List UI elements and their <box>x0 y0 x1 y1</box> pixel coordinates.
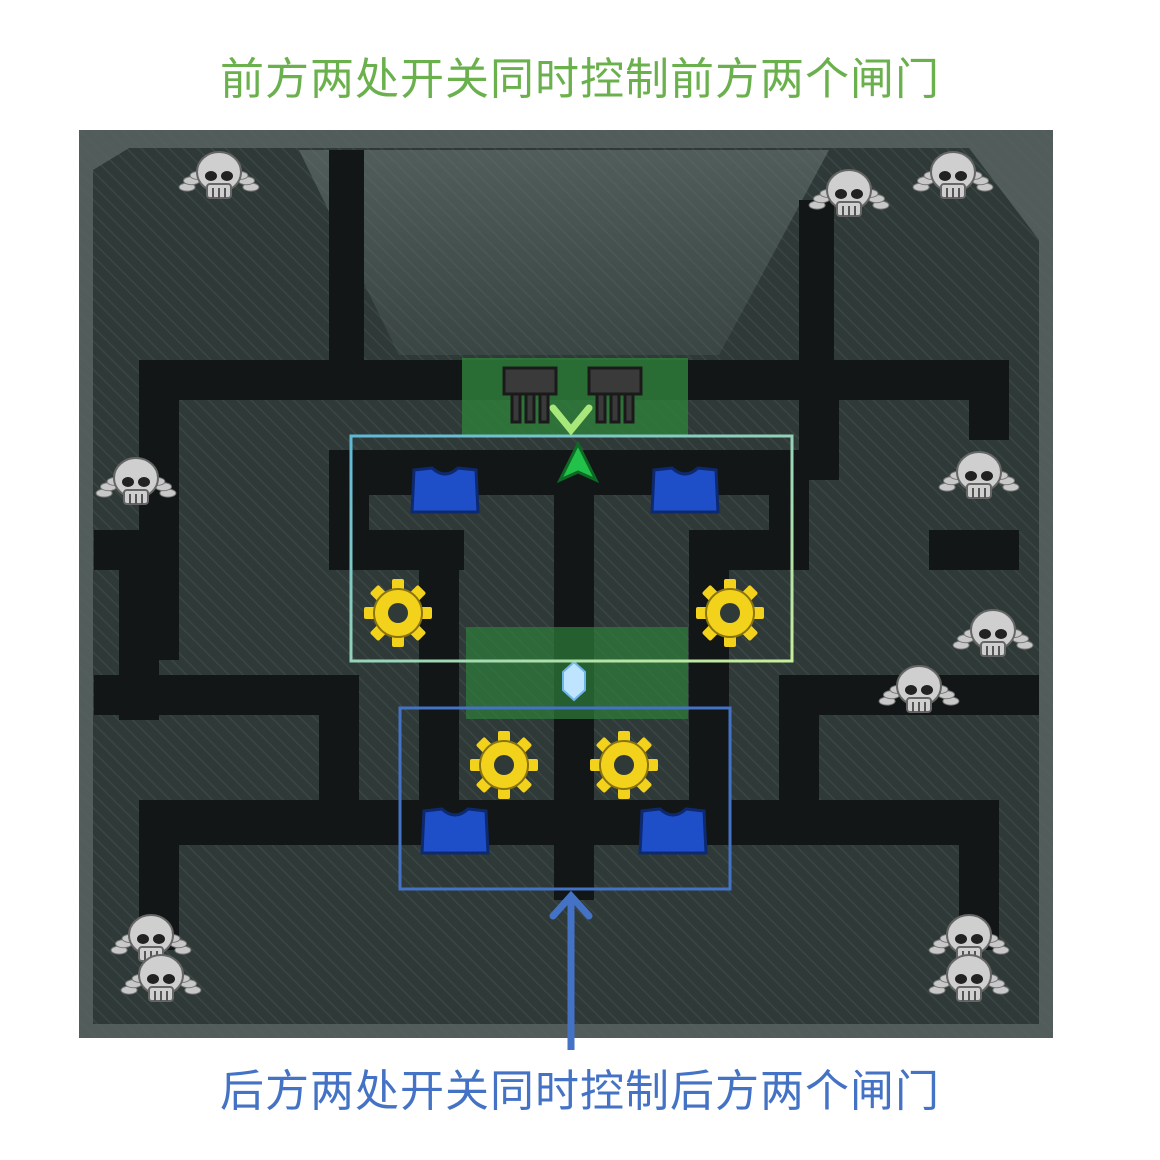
skull-wreath-icon <box>110 905 192 975</box>
skull-wreath-icon <box>938 442 1020 512</box>
front-gate-zone <box>462 358 688 436</box>
crystal-icon[interactable] <box>560 660 588 702</box>
light-cone <box>299 150 829 355</box>
skull-wreath-icon <box>912 142 994 212</box>
skull-wreath-icon <box>808 160 890 230</box>
skull-wreath-icon <box>878 656 960 726</box>
skull-wreath-icon <box>928 945 1010 1015</box>
skull-wreath-icon <box>928 905 1010 975</box>
blue-switch-icon[interactable] <box>636 803 710 859</box>
green-arrow-icon[interactable] <box>556 440 600 484</box>
gate-icon <box>502 366 558 424</box>
annotation-top-text: 前方两处开关同时控制前方两个闸门 <box>220 54 940 105</box>
blue-switch-icon[interactable] <box>418 803 492 859</box>
gear-icon[interactable] <box>468 729 540 801</box>
map-canvas <box>79 130 1053 1038</box>
gear-icon[interactable] <box>362 577 434 649</box>
skull-wreath-icon <box>95 448 177 518</box>
blue-switch-icon[interactable] <box>408 462 482 518</box>
skull-wreath-icon <box>952 600 1034 670</box>
game-map <box>79 130 1053 1038</box>
blue-switch-icon[interactable] <box>648 462 722 518</box>
skull-wreath-icon <box>120 945 202 1015</box>
skull-wreath-icon <box>178 142 260 212</box>
gear-icon[interactable] <box>588 729 660 801</box>
gear-icon[interactable] <box>694 577 766 649</box>
annotation-bottom-text: 后方两处开关同时控制后方两个闸门 <box>220 1066 940 1117</box>
gate-icon <box>587 366 643 424</box>
